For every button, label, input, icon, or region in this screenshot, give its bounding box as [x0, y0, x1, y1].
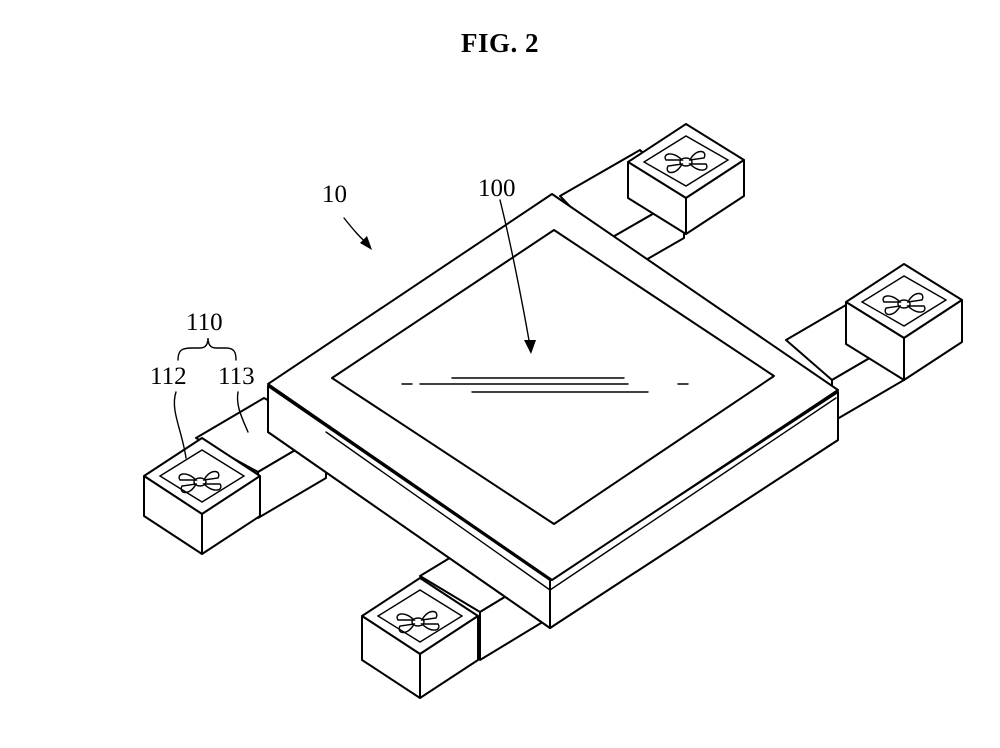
leader-113: [236, 391, 249, 433]
fan-icon: [664, 150, 708, 174]
figure-title: FIG. 2: [460, 28, 539, 58]
pod-front: [361, 577, 479, 699]
main-body: [267, 193, 839, 629]
label-housing: 113: [218, 363, 255, 390]
pod-upper-right: [627, 123, 745, 235]
label-device: 10: [322, 181, 347, 208]
fan-icon: [178, 470, 222, 494]
leader-100: [499, 199, 536, 354]
brace-110: [177, 337, 237, 361]
label-window: 100: [478, 175, 516, 202]
pod-right: [845, 263, 963, 381]
pod-left: [143, 437, 261, 555]
fan-icon: [396, 610, 440, 634]
leader-112: [173, 391, 187, 459]
fan-icon: [882, 292, 926, 316]
label-group: 110: [186, 309, 223, 336]
leader-10: [343, 217, 372, 250]
window-panel: [331, 229, 775, 525]
label-fan: 112: [150, 363, 187, 390]
